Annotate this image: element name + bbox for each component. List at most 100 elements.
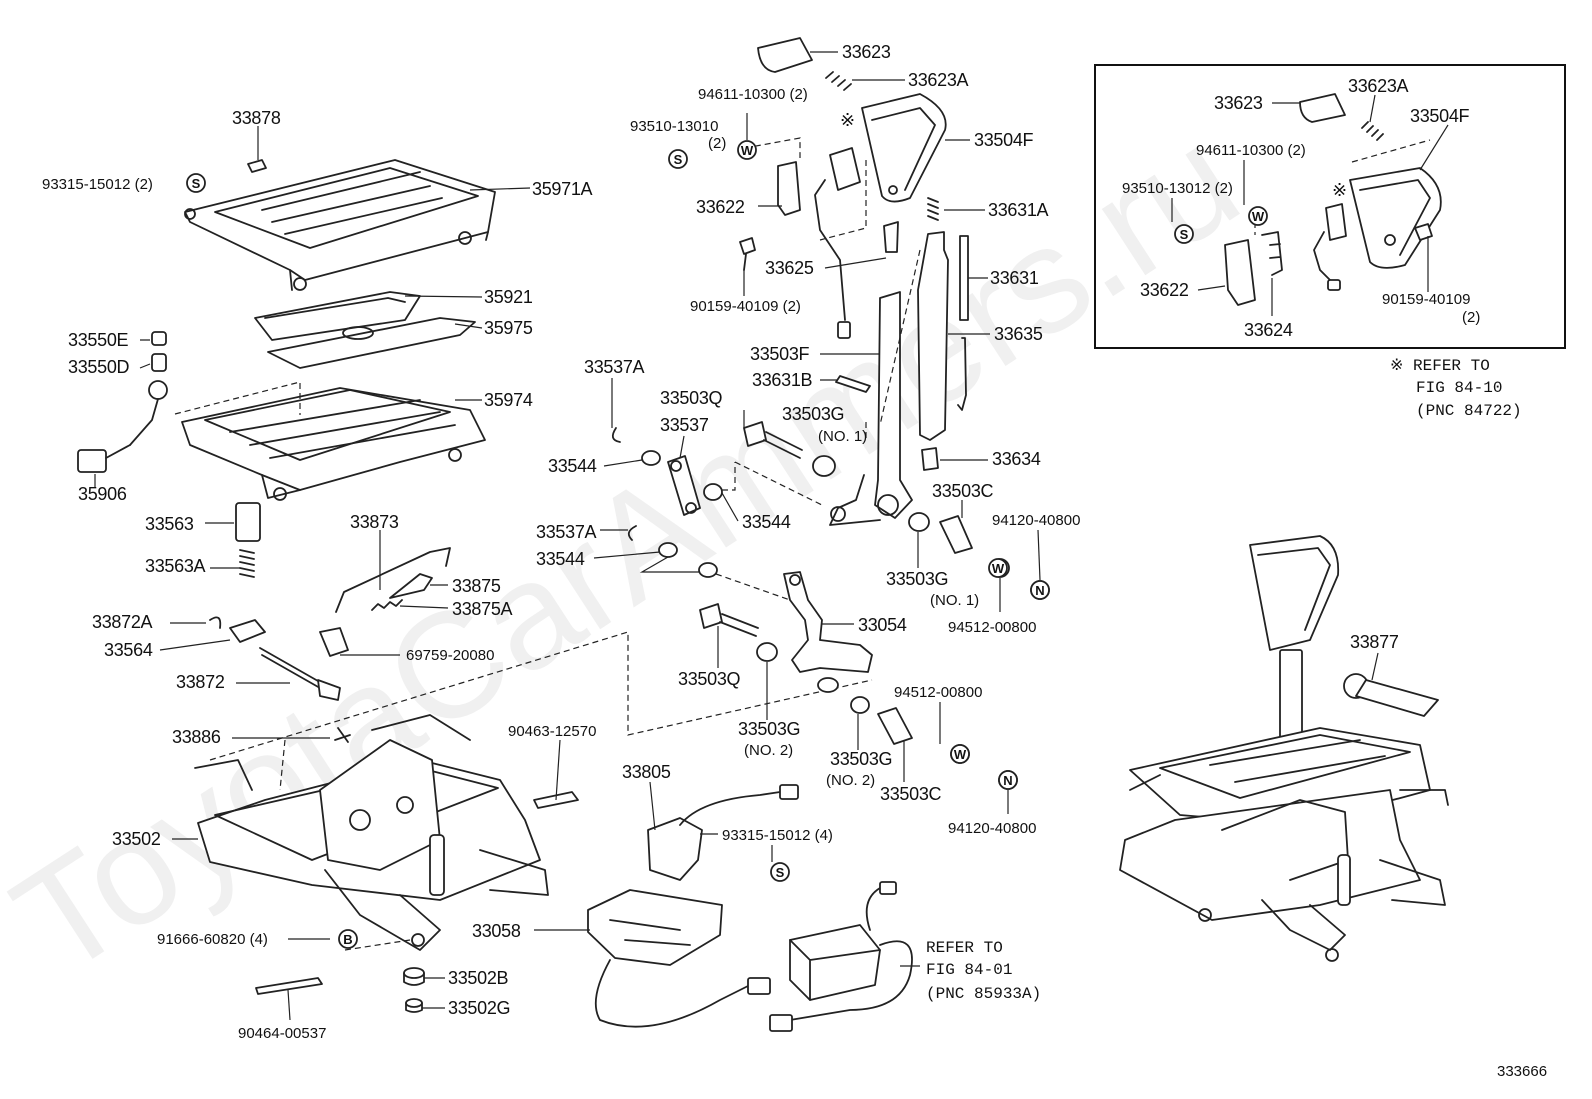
clip-33634 [921,447,939,471]
dash-33886 [279,739,286,791]
label-33625: 33625 [765,258,814,278]
dash-knob [744,137,867,241]
inset-dash [1351,139,1431,163]
washer-33544c [658,542,678,558]
clip-33872a [209,616,222,629]
bulb-socket-33550 [129,331,168,446]
svg-text:REFER TO: REFER TO [926,939,1003,957]
solenoid-33563 [235,502,261,578]
washer-symbol [950,744,970,764]
screw-90159 [739,237,756,271]
label-35906: 35906 [78,484,127,504]
svg-text:B: B [343,932,352,947]
inset-switch [1313,203,1347,291]
label-35974: 35974 [484,390,533,410]
label-94512-00800-b: 94512-00800 [894,684,982,701]
label-33877: 33877 [1350,632,1399,652]
label-33058: 33058 [472,921,521,941]
shift-knob-33504f [861,93,947,203]
svg-text:W: W [1252,209,1265,224]
svg-text:FIG 84-10: FIG 84-10 [1416,379,1502,397]
inset-label-90159-qty: (2) [1462,309,1480,326]
label-33886: 33886 [172,727,221,747]
label-33550d: 33550D [68,357,130,377]
label-33877 [1343,673,1439,717]
svg-text:W: W [954,747,967,762]
hardware-symbols: S S W W N W N S B S W ※ ※ [186,110,1347,949]
label-33504f: 33504F [974,130,1034,150]
dash-washer [715,573,791,601]
inset-label-33623a: 33623A [1348,76,1409,96]
plate-35975 [267,317,476,369]
label-33503f: 33503F [750,344,810,364]
label-33502b: 33502B [448,968,509,988]
label-35921: 35921 [484,287,533,307]
label-33875a: 33875A [452,599,513,619]
clip-33537a-b [627,525,637,541]
inset-label-93510: 93510-13012 (2) [1122,180,1233,197]
switch-assembly [814,147,861,339]
label-33878: 33878 [232,108,281,128]
inset-label-90159: 90159-40109 [1382,291,1470,308]
label-33635: 33635 [994,324,1043,344]
svg-text:※ REFER TO: ※ REFER TO [1390,357,1490,375]
label-93315-15012-2: 93315-15012 (2) [42,176,153,193]
indicator-housing-35974 [181,387,486,501]
svg-text:N: N [1035,583,1044,598]
cable-33872 [259,647,341,701]
knob-cover-33623 [757,37,813,73]
label-33631a: 33631A [988,200,1049,220]
label-no2: (NO. 2) [744,742,793,759]
bushing-33503g-no1-b [908,512,930,532]
label-33872: 33872 [176,672,225,692]
tie-90463 [533,791,579,809]
shift-lever-33503f [829,291,913,526]
spring-33623a [825,71,852,91]
label-33875: 33875 [452,576,501,596]
svg-text:S: S [674,152,683,167]
diagram-id: 333666 [1497,1063,1547,1080]
label-33537: 33537 [660,415,709,435]
washer-33544b [703,483,723,501]
switch-33805 [647,784,799,881]
label-93510-qty: (2) [708,135,726,152]
label-33634: 33634 [992,449,1041,469]
inset-label-33504f: 33504F [1410,106,1470,126]
cushion-69759 [319,627,349,657]
washer-symbol [988,558,1008,578]
shift-bracket-33502 [194,714,549,951]
label-33550e: 33550E [68,330,129,350]
part-labels: 33878 93315-15012 (2) 35971A 35921 35975… [42,42,1480,1042]
rod-33635 [917,231,949,441]
bushing-33502b [403,967,425,986]
label-33502g: 33502G [448,998,510,1018]
label-33503g-c: 33503G [738,719,800,739]
bracket-33058 [587,889,771,1028]
label-33564: 33564 [104,640,153,660]
label-33623: 33623 [842,42,891,62]
button-33622 [777,161,801,216]
inset-label-33622: 33622 [1140,280,1189,300]
clip-33886 [334,727,351,743]
svg-text:(PNC 84722): (PNC 84722) [1416,402,1522,420]
link-33537 [667,455,701,516]
dash-35974 [174,381,301,415]
label-33503q-b: 33503Q [678,669,741,689]
connector-35906 [77,444,131,473]
svg-text:N: N [1003,773,1012,788]
label-33054: 33054 [858,615,907,635]
collar-33503c [939,515,973,554]
label-33503g: 33503G [782,404,844,424]
label-94611-10300-2: 94611-10300 (2) [698,86,808,103]
label-no1: (NO. 1) [818,428,867,445]
ref-mark: ※ [840,110,855,130]
screw-symbol [1174,224,1194,244]
label-90159-40109-2: 90159-40109 (2) [690,298,801,315]
label-90463-12570: 90463-12570 [508,723,596,740]
inset-box [1094,64,1566,349]
console-cover-35971a [184,159,496,291]
svg-text:(PNC 85933A): (PNC 85933A) [926,985,1041,1003]
bolt-33503q-b [699,603,759,637]
